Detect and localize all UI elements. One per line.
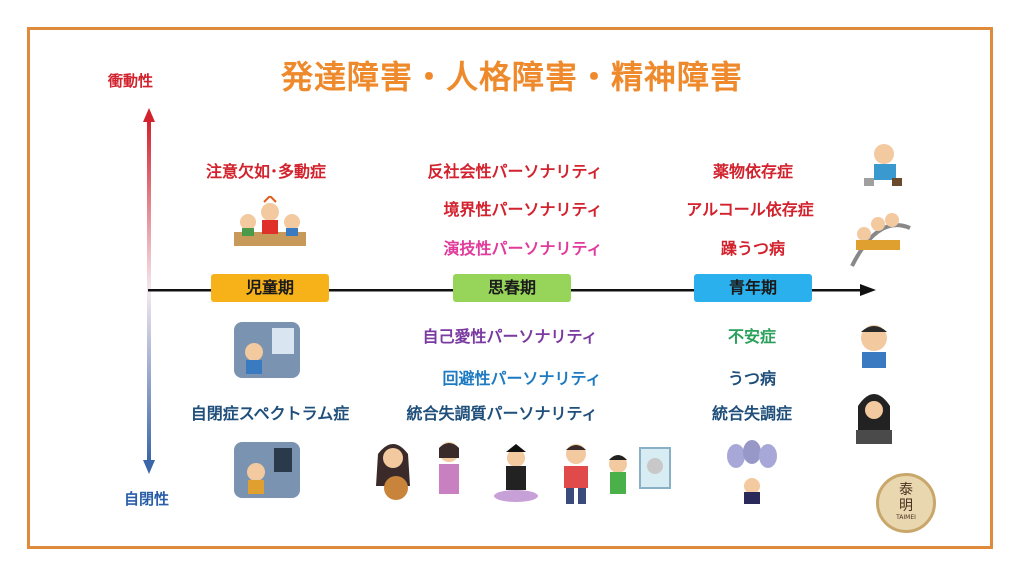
- label-bipolar: 躁うつ病: [720, 239, 786, 258]
- label-narcissistic: 自己愛性パーソナリティ: [422, 327, 598, 346]
- outer-frame: [27, 27, 993, 549]
- label-anxiety: 不安症: [727, 327, 777, 346]
- label-autism-spectrum: 自閉症スペクトラム症: [190, 404, 350, 423]
- label-antisocial: 反社会性パーソナリティ: [427, 162, 603, 181]
- period-adolescent: 思春期: [453, 274, 571, 302]
- seal-kanji-top: 泰: [899, 482, 913, 498]
- illustration-boy-posing: [494, 444, 538, 502]
- illustration-child-phone-booth: [234, 442, 300, 498]
- period-adolescent-label: 思春期: [487, 278, 536, 297]
- taimei-seal-logo: 泰 明 TAIMEI: [876, 473, 936, 533]
- illustration-depressed-woman: [856, 394, 892, 444]
- label-drug-dependence: 薬物依存症: [712, 162, 794, 181]
- label-schizoid: 統合失調質パーソナリティ: [406, 404, 598, 423]
- illustration-hallucination: [727, 440, 777, 504]
- illustration-girl-tired: [439, 442, 459, 494]
- label-borderline: 境界性パーソナリティ: [443, 200, 603, 219]
- label-depression: うつ病: [727, 369, 777, 388]
- page-title: 発達障害・人格障害・精神障害: [280, 58, 743, 96]
- illustration-girl-mirror: [609, 447, 671, 494]
- illustration-girl-teddy: [376, 444, 410, 500]
- seal-kanji-bottom: 明: [899, 498, 913, 514]
- seal-small-text: TAIMEI: [896, 514, 916, 521]
- illustration-boy-backpack: [564, 444, 588, 504]
- period-child-label: 児童期: [245, 278, 294, 297]
- period-child: 児童期: [211, 274, 329, 302]
- period-youth-label: 青年期: [728, 278, 777, 297]
- illustration-hyperactive-kids: [234, 196, 306, 246]
- illustration-drug-user: [864, 144, 902, 186]
- illustration-child-alone-phone: [234, 322, 300, 378]
- axis-label-autistic: 自閉性: [124, 490, 170, 508]
- label-avoidant: 回避性パーソナリティ: [442, 369, 602, 388]
- label-histrionic: 演技性パーソナリティ: [443, 239, 603, 258]
- illustration-roller-coaster: [850, 213, 911, 267]
- illustration-anxious-boy: [861, 325, 887, 368]
- axis-label-impulsive: 衝動性: [108, 72, 154, 90]
- label-schizophrenia: 統合失調症: [711, 404, 793, 423]
- period-youth: 青年期: [694, 274, 812, 302]
- label-alcohol-dependence: アルコール依存症: [686, 200, 814, 219]
- label-adhd: 注意欠如･多動症: [205, 162, 327, 181]
